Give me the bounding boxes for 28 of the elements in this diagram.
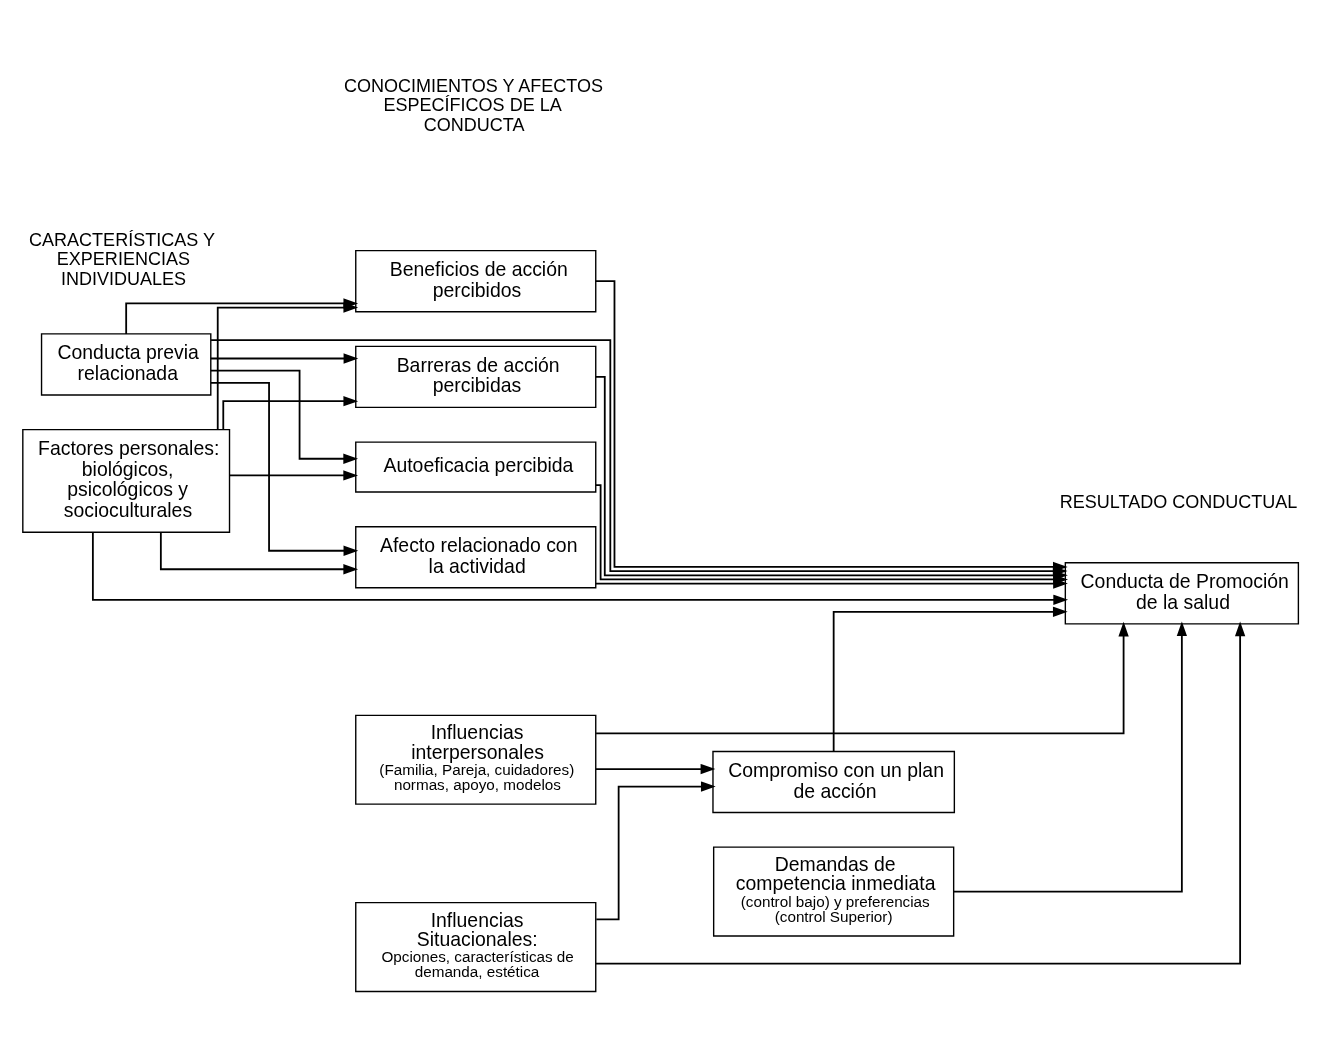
node-box: Conducta previa relacionada — [40, 333, 212, 396]
node-box: Barreras de acción percibidas — [355, 345, 597, 409]
arrow — [595, 621, 1246, 965]
node-box: Demandas de competencia inmediata (control bajo) y preferencias (control Superior) — [712, 846, 955, 937]
arrow — [159, 531, 359, 575]
node-box: Compromiso con un plan de acción — [712, 750, 956, 814]
arrow — [216, 302, 359, 431]
node-box: Influencias interpersonales (Familia, Pareja, cuidadores) normas, apoyo, modelos — [355, 714, 597, 805]
arrow — [228, 470, 359, 481]
label: RESULTADO CONDUCTUAL — [1059, 491, 1298, 512]
node-box: Conducta de Promoción de la salud — [1064, 562, 1300, 625]
label: CARACTERÍSTICAS Y EXPERIENCIAS INDIVIDUALES — [29, 229, 215, 289]
arrow — [595, 763, 716, 775]
node-box: Influencias Situacionales: Opciones, características de demanda, estética — [355, 901, 597, 993]
node-box: Factores personales: biológicos, psicológicos y socioculturales — [22, 428, 231, 533]
node-box: Afecto relacionado con la actividad — [355, 526, 597, 589]
arrow — [209, 353, 359, 364]
node-box: Autoeficacia percibida — [355, 441, 597, 493]
arrow — [209, 369, 359, 464]
arrow — [595, 781, 716, 921]
label: CONOCIMIENTOS Y AFECTOS ESPECÍFICOS DE LA CONDUCTA — [343, 75, 603, 135]
arrow — [832, 606, 1068, 753]
arrow — [953, 621, 1187, 893]
arrow — [595, 621, 1129, 735]
arrow — [210, 381, 359, 556]
arrow — [222, 396, 359, 431]
arrow — [595, 578, 1068, 589]
node-box: Beneficios de acción percibidos — [355, 249, 597, 313]
